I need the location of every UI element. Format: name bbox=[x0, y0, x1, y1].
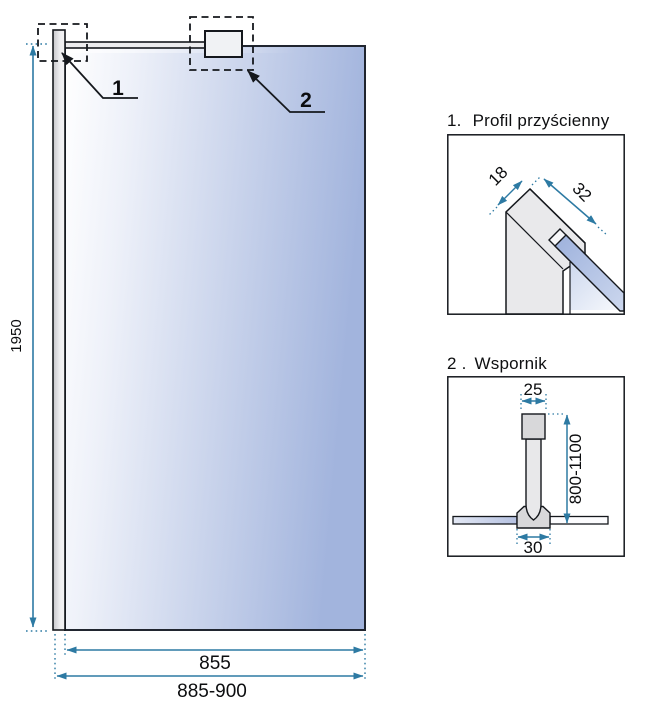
callout-2-label: 2 bbox=[300, 89, 312, 112]
glass-top-highlight bbox=[67, 48, 297, 53]
bracket-cap bbox=[521, 413, 546, 440]
bracket bbox=[204, 30, 243, 58]
detail-1-title: 1. Profil przyścienny bbox=[447, 111, 609, 131]
callout-1-label: 1 bbox=[112, 77, 124, 100]
support-bar-right bbox=[549, 515, 609, 525]
dim-line-18 bbox=[497, 180, 523, 206]
dim-ext-32-low bbox=[597, 226, 608, 236]
detail-2-label: Wspornik bbox=[474, 354, 547, 373]
dim-25-label: 25 bbox=[524, 380, 543, 399]
dim-30-label: 30 bbox=[524, 538, 543, 557]
detail-2-title: 2 . Wspornik bbox=[447, 354, 547, 374]
dim-ext-18-low bbox=[488, 206, 498, 216]
dim-total-width-label: 885-900 bbox=[177, 681, 247, 702]
leader-line-2 bbox=[247, 70, 325, 113]
detail-1-wall-profile-view: 18 32 bbox=[447, 134, 625, 315]
glass-edge-band bbox=[554, 234, 625, 312]
detail-2-number: 2 . bbox=[447, 354, 467, 373]
detail-2-bracket-view: 25 800-1100 30 bbox=[447, 376, 625, 557]
bracket-stem bbox=[525, 438, 542, 521]
detail-1-label: Profil przyścienny bbox=[472, 111, 610, 130]
main-elevation-view: 1 2 1950 855 885-900 bbox=[8, 16, 366, 702]
dim-glass-width-label: 855 bbox=[199, 653, 231, 674]
leader-line-1 bbox=[61, 52, 138, 99]
glass-face bbox=[570, 262, 618, 310]
support-bar-left bbox=[452, 515, 518, 525]
dim-height-range-label: 800-1100 bbox=[566, 434, 585, 505]
profile-face-edge bbox=[505, 211, 564, 270]
dim-height-label: 1950 bbox=[8, 319, 25, 352]
support-bar bbox=[64, 41, 206, 49]
dim-line-32 bbox=[543, 178, 597, 225]
wall-profile bbox=[52, 29, 66, 631]
detail-1-number: 1. bbox=[447, 111, 462, 130]
glass-panel bbox=[64, 45, 366, 631]
